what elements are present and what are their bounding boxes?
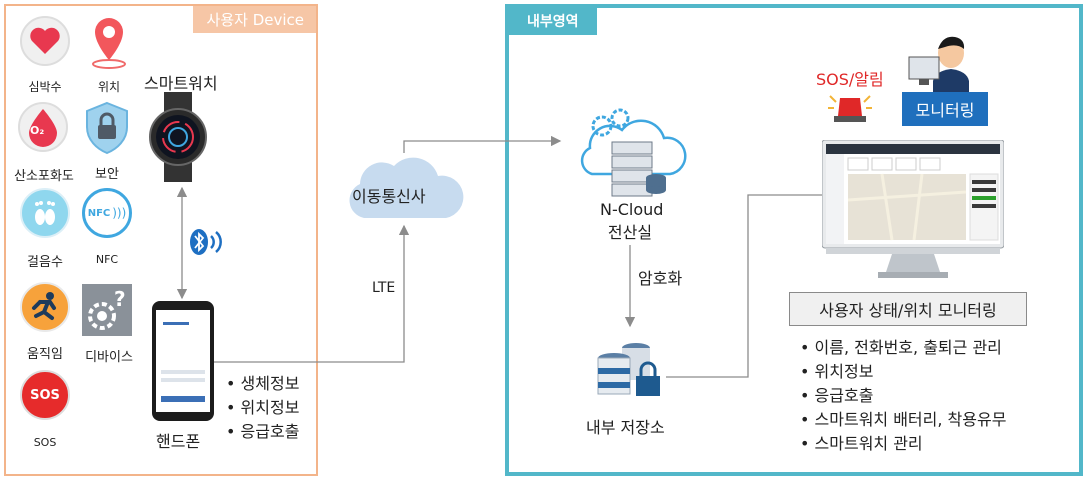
sos-badge-text: SOS <box>30 387 60 403</box>
carrier-cloud-icon <box>342 148 464 228</box>
lte-label: LTE <box>372 280 396 296</box>
storage-monitor-line <box>666 194 822 378</box>
footprint-icon <box>20 188 70 238</box>
monitoring-bullet-item: 스마트워치 배터리, 착용유무 <box>800 408 1007 432</box>
svg-text:?: ? <box>114 287 126 311</box>
running-icon <box>20 282 70 332</box>
oxygen-saturation-label: 산소포화도 <box>14 169 74 184</box>
internal-area-panel: 내부영역 <box>505 4 1083 476</box>
monitor-screen-icon <box>821 139 1005 280</box>
monitoring-title-box: 사용자 상태/위치 모니터링 <box>789 292 1027 326</box>
phone-cloud-arrow <box>214 224 410 363</box>
ncloud-label-line2: 전산실 <box>607 223 653 242</box>
location-pin-icon <box>84 14 134 70</box>
monitoring-bullet-item: 스마트워치 관리 <box>800 432 1006 456</box>
ncloud-server-icon <box>572 104 690 202</box>
sos-alarm-label: SOS/알림 <box>816 70 884 89</box>
oxygen-icon: O₂ <box>18 102 68 152</box>
phone-icon <box>151 300 215 422</box>
nfc-label: NFC <box>95 253 119 266</box>
nfc-badge-text: NFC <box>87 207 111 219</box>
storage-db-icon <box>592 338 670 400</box>
o2-badge-text: O₂ <box>30 124 45 137</box>
lock-shield-icon <box>82 100 132 156</box>
monitoring-bullet-list: 이름, 전화번호, 출퇴근 관리 위치정보 응급호출 스마트워치 배터리, 착용… <box>800 336 1007 456</box>
user-device-title: 사용자 Device <box>192 6 316 33</box>
operator-avatar-icon <box>905 33 977 95</box>
monitoring-badge: 모니터링 <box>902 92 988 126</box>
carrier-label: 이동통신사 <box>352 187 426 206</box>
bluetooth-icon <box>189 226 223 258</box>
cloud-ncloud-arrow <box>403 135 562 153</box>
phone-bullet-item: 응급호출 <box>226 420 300 444</box>
step-count-label: 걸음수 <box>27 255 63 270</box>
sos-label: SOS <box>33 436 57 449</box>
device-gear-icon: ? <box>82 284 132 336</box>
heart-rate-label: 심박수 <box>28 80 62 94</box>
monitoring-bullet-item: 이름, 전화번호, 출퇴근 관리 <box>800 336 1006 360</box>
alarm-light-icon <box>826 88 874 124</box>
movement-label: 움직임 <box>27 347 63 362</box>
location-label: 위치 <box>97 80 121 94</box>
phone-label: 핸드폰 <box>156 432 201 451</box>
encryption-label: 암호화 <box>638 269 683 288</box>
storage-label: 내부 저장소 <box>586 418 665 437</box>
heart-icon <box>20 16 70 66</box>
sos-icon: SOS <box>20 370 70 420</box>
nfc-icon: NFC ))) <box>82 188 132 238</box>
phone-bullet-item: 생체정보 <box>226 372 300 396</box>
monitoring-bullet-item: 위치정보 <box>800 360 1006 384</box>
monitoring-bullet-item: 응급호출 <box>800 384 1006 408</box>
ncloud-label-line1: N-Cloud <box>600 200 664 219</box>
user-device-panel: 사용자 Device <box>4 4 318 476</box>
smartwatch-label: 스마트워치 <box>144 74 218 93</box>
smartwatch-icon <box>142 92 222 182</box>
security-label: 보안 <box>95 167 119 182</box>
phone-bullet-item: 위치정보 <box>226 396 300 420</box>
device-label: 디바이스 <box>85 350 133 365</box>
internal-area-title: 내부영역 <box>509 8 597 35</box>
phone-bullet-list: 생체정보 위치정보 응급호출 <box>226 372 300 444</box>
